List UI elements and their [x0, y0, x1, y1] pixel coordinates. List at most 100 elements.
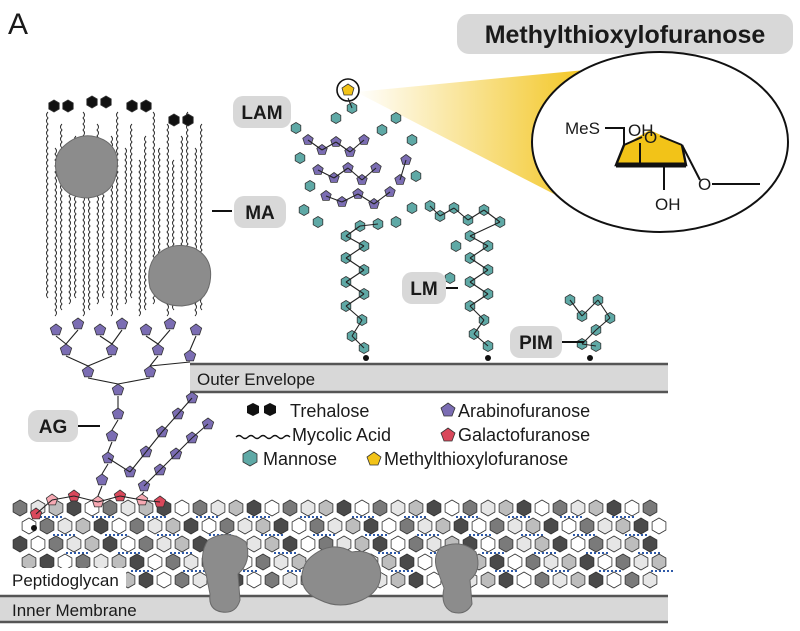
- svg-text:LM: LM: [410, 279, 437, 300]
- peptidoglycan-hex: [390, 535, 406, 553]
- peptidoglycan-hex: [345, 517, 361, 535]
- peptidoglycan-hex: [192, 535, 208, 553]
- peptidoglycan-hex: [588, 571, 604, 589]
- peptidoglycan-hex: [48, 535, 64, 553]
- peptidoglycan-hex: [93, 553, 109, 571]
- peptidoglycan-hex: [372, 535, 388, 553]
- mycolic-acid-chain: [144, 135, 147, 311]
- peptidoglycan-hex: [39, 553, 55, 571]
- outer-envelope-label: Outer Envelope: [197, 370, 315, 389]
- peptidoglycan-hex: [534, 535, 550, 553]
- peptidoglycan-hex: [498, 535, 514, 553]
- peptidoglycan-hex: [300, 499, 316, 517]
- peptidoglycan-hex: [435, 517, 451, 535]
- peptidoglycan-hex: [165, 517, 181, 535]
- galactofuranose-unit: [113, 489, 127, 502]
- arabinofuranose-unit: [312, 164, 324, 175]
- label-lm: LM: [402, 272, 458, 304]
- peptidoglycan-hex: [66, 499, 82, 517]
- mycolic-acid-chain: [116, 111, 119, 311]
- legend-item-mannose: Mannose: [242, 449, 337, 469]
- label-ma: MA: [212, 196, 286, 228]
- arabinofuranose-unit: [71, 317, 85, 330]
- peptidoglycan-hex: [561, 553, 577, 571]
- arabinofuranose-unit: [189, 323, 203, 336]
- peptidoglycan-hex: [624, 535, 640, 553]
- peptidoglycan-hex: [282, 499, 298, 517]
- peptidoglycan-hex: [246, 499, 262, 517]
- peptidoglycan-hex: [525, 553, 541, 571]
- protein-outer-1: [54, 135, 118, 199]
- peptidoglycan-hex: [543, 517, 559, 535]
- peptidoglycan-hex: [147, 553, 163, 571]
- trehalose-unit: [62, 99, 74, 113]
- peptidoglycan-hex: [12, 535, 28, 553]
- peptidoglycan-hex: [417, 517, 433, 535]
- inner-membrane-label: Inner Membrane: [12, 601, 137, 620]
- peptidoglycan-hex: [309, 517, 325, 535]
- trehalose-unit: [182, 113, 194, 127]
- peptidoglycan-hex: [282, 535, 298, 553]
- peptidoglycan-hex: [282, 571, 298, 589]
- svg-text:MA: MA: [245, 203, 275, 224]
- svg-text:Mannose: Mannose: [263, 449, 337, 469]
- peptidoglycan-hex: [615, 517, 631, 535]
- peptidoglycan-hex: [219, 517, 235, 535]
- peptidoglycan-hex: [408, 571, 424, 589]
- lipid-anchor: [363, 355, 369, 361]
- peptidoglycan-hex: [174, 535, 190, 553]
- peptidoglycan-hex: [579, 517, 595, 535]
- peptidoglycan-hex: [390, 499, 406, 517]
- mannose-unit: [312, 216, 324, 228]
- arabinofuranose-unit: [95, 473, 109, 486]
- arabinofuranose-unit: [163, 317, 177, 330]
- peptidoglycan-hex: [615, 553, 631, 571]
- arabinofuranose-unit: [93, 323, 107, 336]
- peptidoglycan-hex: [354, 535, 370, 553]
- peptidoglycan-hex: [237, 517, 253, 535]
- peptidoglycan-hex: [597, 517, 613, 535]
- oh-bottom-label: OH: [655, 195, 681, 214]
- mtx-pentagon: [341, 83, 355, 96]
- peptidoglycan-hex: [516, 571, 532, 589]
- peptidoglycan-label: Peptidoglycan: [12, 571, 119, 590]
- zoom-callout: O MeS OH OH O: [531, 51, 789, 233]
- peptidoglycan-hex: [12, 499, 28, 517]
- peptidoglycan-hex: [624, 499, 640, 517]
- mannose-unit: [304, 180, 316, 192]
- peptidoglycan-hex: [381, 553, 397, 571]
- svg-text:Methylthioxylofuranose: Methylthioxylofuranose: [384, 449, 568, 469]
- peptidoglycan-hex: [633, 553, 649, 571]
- peptidoglycan-hex: [498, 571, 514, 589]
- arabinofuranose-unit: [81, 365, 95, 378]
- svg-text:Trehalose: Trehalose: [290, 401, 369, 421]
- peptidoglycan-hex: [111, 517, 127, 535]
- svg-text:Mycolic Acid: Mycolic Acid: [292, 425, 391, 445]
- peptidoglycan-hex: [75, 553, 91, 571]
- peptidoglycan-hex: [408, 499, 424, 517]
- peptidoglycan-hex: [642, 499, 658, 517]
- peptidoglycan-hex: [525, 517, 541, 535]
- peptidoglycan-hex: [552, 499, 568, 517]
- peptidoglycan-hex: [543, 553, 559, 571]
- mycolic-acid-chain: [46, 111, 49, 299]
- protein-outer-2: [148, 245, 212, 307]
- peptidoglycan-hex: [120, 499, 136, 517]
- galactofuranose-unit: [67, 489, 81, 502]
- peptidoglycan-hex: [84, 535, 100, 553]
- arabinofuranose-unit: [59, 343, 73, 356]
- peptidoglycan-hex: [381, 517, 397, 535]
- peptidoglycan-hex: [471, 517, 487, 535]
- peptidoglycan-hex: [291, 517, 307, 535]
- peptidoglycan-hex: [183, 517, 199, 535]
- arabinofuranose-unit: [143, 365, 157, 378]
- peptidoglycan-hex: [579, 553, 595, 571]
- peptidoglycan-hex: [66, 535, 82, 553]
- title-pill: [457, 14, 793, 54]
- peptidoglycan-hex: [273, 553, 289, 571]
- peptidoglycan-hex: [318, 499, 334, 517]
- arabinofuranose-unit: [115, 317, 129, 330]
- arabinofuranose-unit: [105, 343, 119, 356]
- mannose-unit: [298, 204, 310, 216]
